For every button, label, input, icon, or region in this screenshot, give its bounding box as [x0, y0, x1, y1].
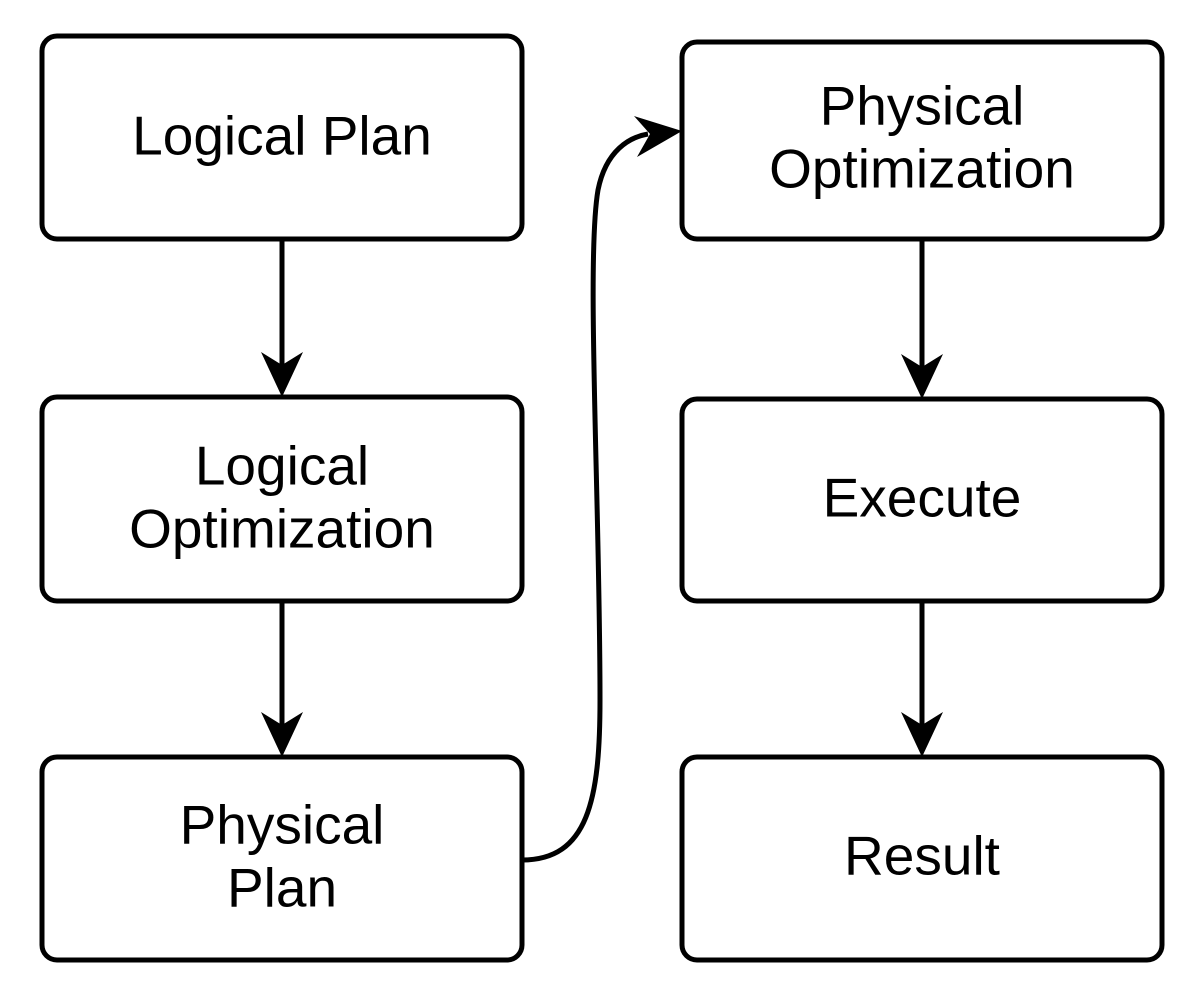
node-logical-plan-label: Logical Plan [132, 105, 432, 167]
arrowhead-down-icon [901, 712, 943, 757]
edge-physical-optimization-to-execute [901, 239, 943, 399]
node-physical-plan-label-line1: Physical [180, 794, 385, 856]
node-logical-optimization-label-line2: Optimization [129, 498, 435, 560]
edge-logical-optimization-to-physical-plan [261, 601, 303, 757]
node-physical-plan-label-line2: Plan [227, 857, 337, 919]
node-physical-optimization-label-line1: Physical [820, 75, 1025, 137]
node-logical-optimization-label-line1: Logical [195, 435, 369, 497]
node-logical-plan-shape[interactable] [39, 33, 525, 242]
arrowhead-down-icon [261, 712, 303, 757]
node-physical-plan-shape[interactable] [39, 754, 525, 963]
node-physical-optimization-shape[interactable] [679, 39, 1165, 242]
edge-execute-to-result [901, 601, 943, 757]
node-execute-label: Execute [823, 467, 1022, 529]
edge-physical-plan-to-physical-optimization [521, 116, 682, 863]
node-logical-plan[interactable]: Logical Plan [39, 33, 525, 242]
node-result-label: Result [844, 825, 1000, 887]
node-physical-plan[interactable]: Physical Plan [39, 754, 525, 963]
node-physical-optimization-label-line2: Optimization [769, 138, 1075, 200]
node-physical-optimization[interactable]: Physical Optimization [679, 39, 1165, 242]
edge-logical-plan-to-logical-optimization [261, 239, 303, 397]
edge-curve [521, 131, 649, 863]
node-execute[interactable]: Execute [679, 396, 1165, 604]
node-logical-optimization-shape[interactable] [39, 394, 525, 604]
node-logical-optimization[interactable]: Logical Optimization [39, 394, 525, 604]
node-result-shape[interactable] [679, 754, 1165, 963]
node-result[interactable]: Result [679, 754, 1165, 963]
arrowhead-down-icon [901, 354, 943, 399]
arrowhead-down-icon [261, 352, 303, 397]
arrowhead-right-icon [634, 116, 682, 157]
node-execute-shape[interactable] [679, 396, 1165, 604]
